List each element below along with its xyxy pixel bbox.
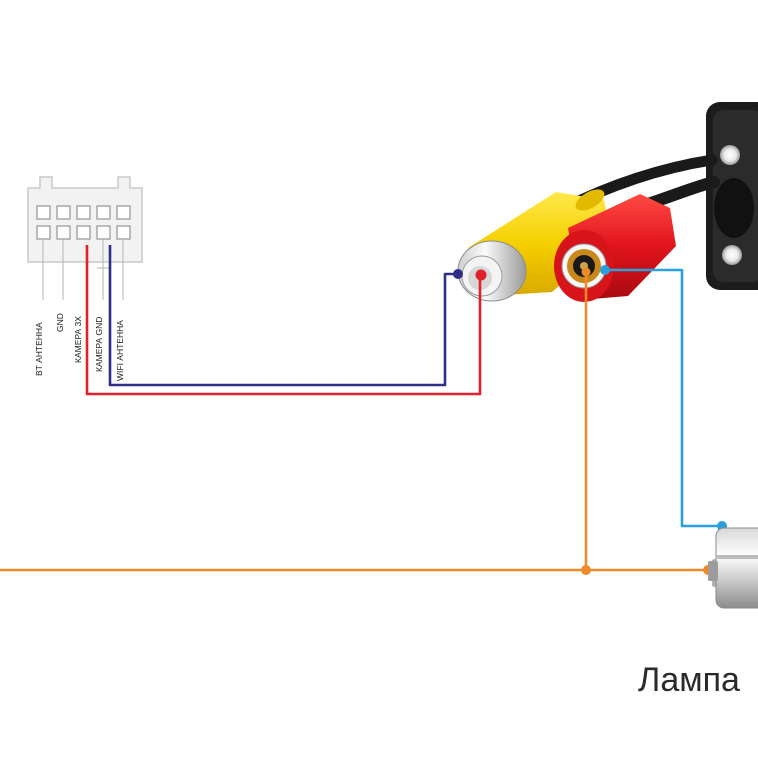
lamp-bulb-icon	[708, 527, 758, 609]
led-top-icon	[720, 145, 740, 165]
connector-block	[27, 176, 143, 300]
pin-label-camera-gnd: КАМЕРА GND	[94, 317, 104, 372]
wire-red	[85, 245, 482, 396]
lamp-label: Лампа	[638, 661, 740, 699]
junction-dots	[453, 265, 727, 575]
wire-blue	[108, 245, 460, 387]
rca-plug-red	[554, 194, 676, 302]
pin-leads	[42, 239, 124, 300]
pin-labels: BT АНТЕННА GND КАМЕРА 3Х КАМЕРА GND WIFI…	[34, 313, 125, 381]
connector-pins-bottom-row	[36, 225, 131, 240]
pin-label-bt-antenna: BT АНТЕННА	[34, 322, 44, 376]
connector-pins-top-row	[36, 205, 131, 220]
led-bottom-icon	[722, 245, 742, 265]
pin-label-camera-3x: КАМЕРА 3Х	[73, 316, 83, 363]
pin-label-wifi-antenna: WIFI АНТЕННА	[115, 320, 125, 381]
camera-body	[706, 102, 758, 290]
pin-label-gnd: GND	[55, 313, 65, 332]
wire-cyan	[603, 268, 720, 528]
